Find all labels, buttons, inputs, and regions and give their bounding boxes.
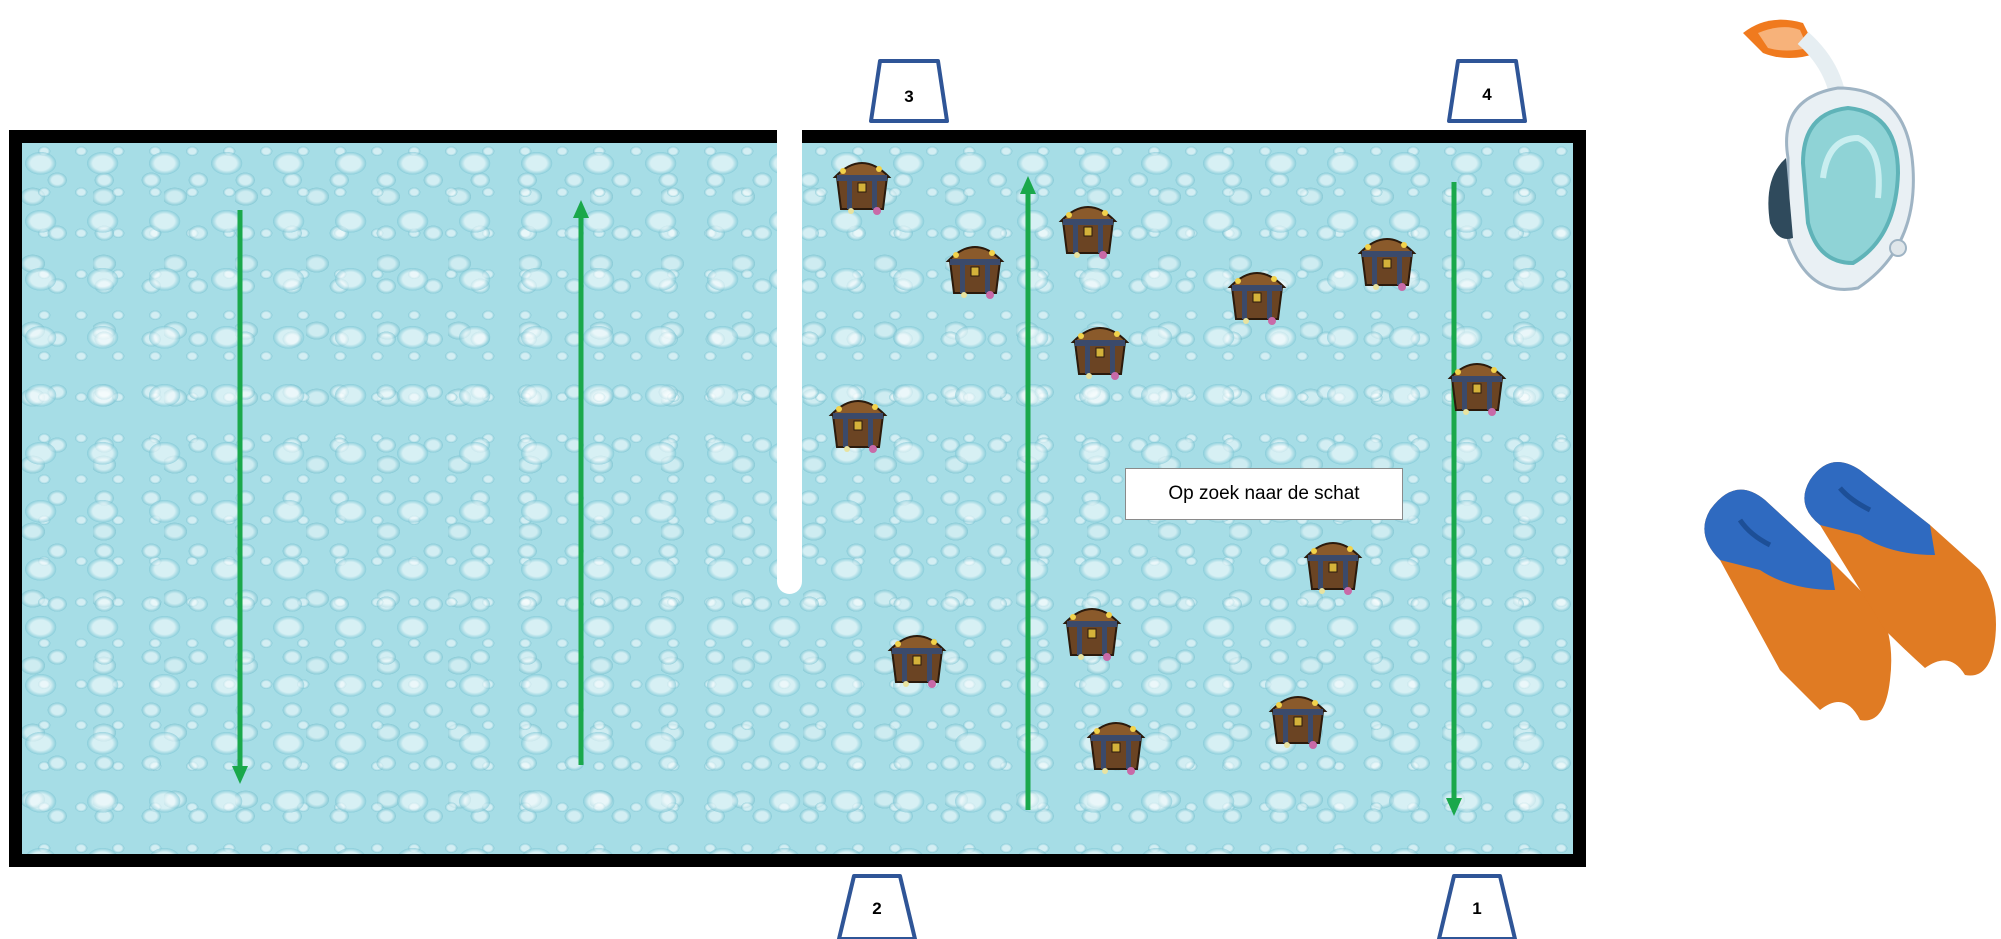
snorkel-mask-icon	[1708, 8, 1928, 308]
swim-fins-icon	[1680, 440, 2001, 740]
pool-divider	[777, 124, 802, 594]
treasure-chest-icon	[1265, 681, 1331, 751]
treasure-chest-icon	[1059, 593, 1125, 663]
treasure-chest-icon	[1055, 191, 1121, 261]
treasure-chest-icon	[1300, 527, 1366, 597]
marker-1: 1	[1436, 873, 1518, 939]
marker-2-label: 2	[836, 899, 918, 919]
treasure-chest-icon	[825, 385, 891, 455]
title-box: Op zoek naar de schat	[1125, 468, 1403, 520]
marker-3: 3	[868, 58, 950, 124]
treasure-chest-icon	[1083, 707, 1149, 777]
treasure-chest-icon	[942, 231, 1008, 301]
marker-4-label: 4	[1446, 85, 1528, 105]
treasure-chest-icon	[1224, 257, 1290, 327]
marker-1-label: 1	[1436, 899, 1518, 919]
treasure-chest-icon	[829, 147, 895, 217]
treasure-chest-icon	[884, 620, 950, 690]
treasure-chest-icon	[1444, 348, 1510, 418]
marker-2: 2	[836, 873, 918, 939]
marker-3-label: 3	[868, 87, 950, 107]
treasure-chest-icon	[1067, 312, 1133, 382]
treasure-chest-icon	[1354, 223, 1420, 293]
marker-4: 4	[1446, 58, 1528, 124]
